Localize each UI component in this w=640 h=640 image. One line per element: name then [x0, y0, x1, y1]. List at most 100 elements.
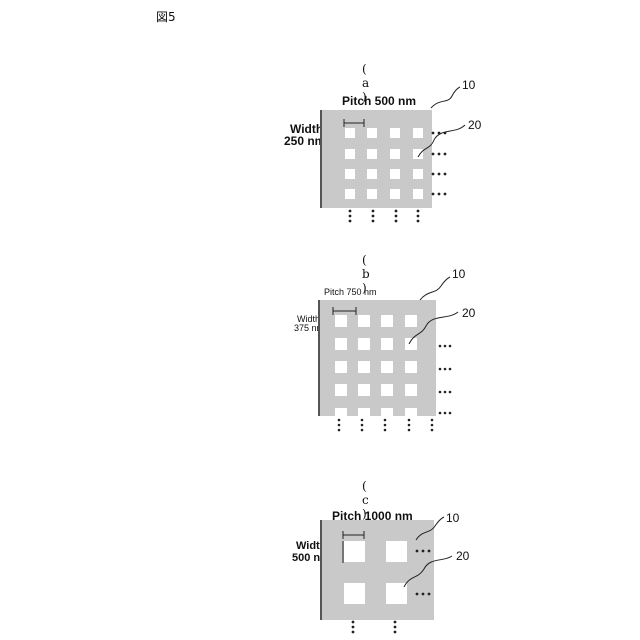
- dot: [444, 391, 447, 394]
- dot: [444, 132, 447, 135]
- pattern-plate-b: [318, 300, 436, 416]
- hole: [367, 169, 377, 179]
- dot: [372, 215, 375, 218]
- dot: [361, 424, 364, 427]
- hole: [381, 338, 393, 350]
- dot: [444, 412, 447, 415]
- dot: [394, 621, 397, 624]
- dot: [338, 424, 341, 427]
- dot: [432, 153, 435, 156]
- dot: [439, 368, 442, 371]
- hole: [405, 315, 417, 327]
- hole: [358, 361, 370, 373]
- dot: [408, 419, 411, 422]
- dot: [417, 215, 420, 218]
- hole: [358, 315, 370, 327]
- dot: [444, 368, 447, 371]
- dot: [384, 429, 387, 432]
- ref-hole-a: 20: [468, 118, 481, 132]
- dot: [449, 412, 452, 415]
- hole: [390, 189, 400, 199]
- dot: [444, 173, 447, 176]
- hole: [405, 408, 417, 416]
- pitch-label-b: Pitch 750 nm: [324, 287, 377, 297]
- dot: [438, 193, 441, 196]
- hole: [386, 541, 407, 562]
- dot: [417, 220, 420, 223]
- hole: [358, 384, 370, 396]
- leader-line-10-a: [431, 87, 460, 108]
- figure-label: 図5: [156, 8, 176, 25]
- dot: [439, 345, 442, 348]
- dot: [417, 210, 420, 213]
- hole: [344, 541, 365, 562]
- dot: [438, 132, 441, 135]
- hole: [345, 189, 355, 199]
- dot: [431, 429, 434, 432]
- hole: [413, 189, 423, 199]
- hole: [405, 338, 417, 350]
- hole: [413, 128, 423, 138]
- dot: [438, 173, 441, 176]
- dot: [439, 391, 442, 394]
- ref-plate-a: 10: [462, 78, 475, 92]
- dot: [352, 621, 355, 624]
- hole: [390, 169, 400, 179]
- pattern-plate-c: [320, 520, 434, 620]
- dot: [349, 215, 352, 218]
- dot: [394, 626, 397, 629]
- dot: [384, 424, 387, 427]
- hole: [335, 338, 347, 350]
- dot: [361, 429, 364, 432]
- ref-plate-b: 10: [452, 267, 465, 281]
- dot: [449, 368, 452, 371]
- dot: [352, 631, 355, 634]
- dot: [372, 210, 375, 213]
- hole: [413, 169, 423, 179]
- ref-hole-b: 20: [462, 306, 475, 320]
- dot: [394, 631, 397, 634]
- hole: [335, 361, 347, 373]
- dot: [408, 429, 411, 432]
- dot: [444, 153, 447, 156]
- dot: [449, 391, 452, 394]
- hole: [405, 361, 417, 373]
- hole: [386, 583, 407, 604]
- hole: [335, 408, 347, 416]
- ref-hole-c: 20: [456, 549, 469, 563]
- dot: [431, 424, 434, 427]
- hole: [367, 189, 377, 199]
- dot: [395, 215, 398, 218]
- dot: [372, 220, 375, 223]
- hole: [390, 149, 400, 159]
- dot: [395, 210, 398, 213]
- dot: [349, 220, 352, 223]
- hole: [413, 149, 423, 159]
- hole: [405, 384, 417, 396]
- dot: [408, 424, 411, 427]
- dot: [439, 412, 442, 415]
- hole: [358, 338, 370, 350]
- dot: [395, 220, 398, 223]
- hole: [381, 315, 393, 327]
- dot: [352, 626, 355, 629]
- dot: [444, 193, 447, 196]
- dot: [444, 345, 447, 348]
- dot: [432, 193, 435, 196]
- hole: [344, 583, 365, 604]
- dot: [338, 419, 341, 422]
- dot: [361, 419, 364, 422]
- hole: [345, 149, 355, 159]
- dot: [438, 153, 441, 156]
- dot: [449, 345, 452, 348]
- hole: [345, 169, 355, 179]
- pattern-plate-a: [320, 110, 432, 208]
- dot: [338, 429, 341, 432]
- dot: [349, 210, 352, 213]
- hole: [381, 361, 393, 373]
- hole: [381, 384, 393, 396]
- hole: [367, 149, 377, 159]
- leader-line-10-b: [420, 277, 450, 300]
- dot: [431, 419, 434, 422]
- dot: [432, 132, 435, 135]
